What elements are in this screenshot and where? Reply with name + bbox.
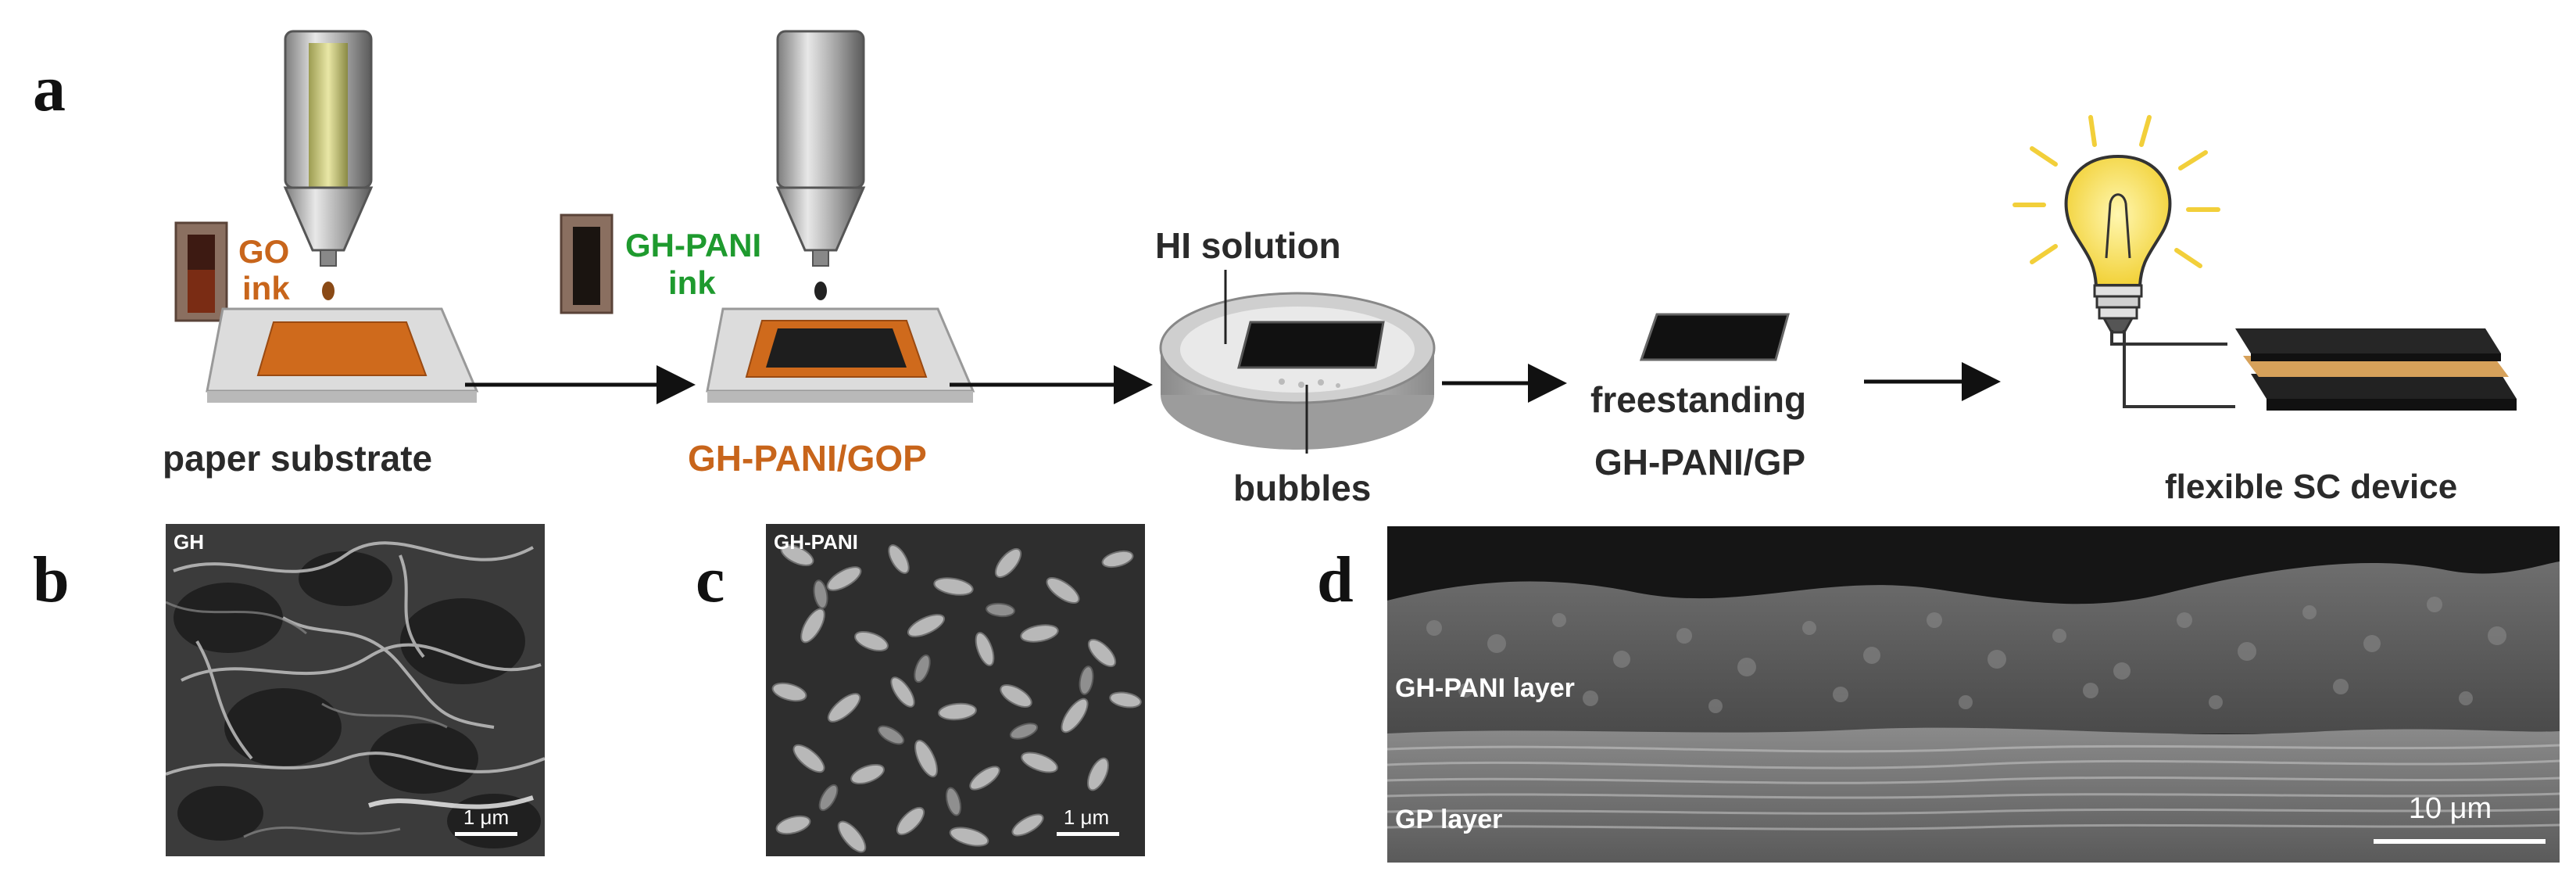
freestanding-label-line2: GH-PANI/GP	[1594, 442, 1806, 482]
go-ink-label-line2: ink	[242, 270, 290, 307]
scale-bar-c	[1057, 832, 1119, 836]
panel-label-b: b	[33, 543, 70, 616]
sem-image-ghpani: GH-PANI 1 μm	[766, 524, 1145, 856]
sem-b-tag: GH	[174, 530, 204, 554]
bubbles-label: bubbles	[1233, 468, 1372, 508]
ghpani-gop-substrate	[706, 307, 975, 403]
panel-label-c: c	[696, 543, 725, 616]
scale-bar-b-label: 1 μm	[463, 805, 510, 829]
nozzle-1	[283, 30, 374, 300]
panel-a-schematic	[174, 30, 2517, 454]
hi-solution-label: HI solution	[1155, 225, 1341, 266]
gp-layer-label: GP layer	[1395, 805, 1503, 834]
panel-label-d: d	[1317, 543, 1354, 616]
sem-image-gh: GH 1 μm	[166, 524, 545, 856]
paper-substrate-label: paper substrate	[163, 438, 433, 479]
panel-label-a: a	[33, 52, 66, 125]
flexible-sc-device-label: flexible SC device	[2165, 468, 2458, 506]
ghpani-gop-label: GH-PANI/GOP	[688, 438, 927, 479]
go-ink-label-line1: GO	[238, 233, 290, 270]
scale-bar-d-label: 10 μm	[2408, 792, 2492, 825]
ghpani-ink-label-line2: ink	[668, 264, 716, 301]
freestanding-label-line1: freestanding	[1590, 379, 1807, 420]
scale-bar-d	[2374, 839, 2546, 844]
hi-dish	[1159, 292, 1436, 450]
nozzle-2	[775, 30, 866, 300]
paper-substrate-1	[206, 307, 479, 403]
sem-image-cross-section: GH-PANI layer GP layer 10 μm	[1387, 526, 2560, 863]
sc-device	[2235, 328, 2517, 411]
go-ink-vial	[174, 221, 228, 322]
scale-bar-b	[455, 832, 517, 836]
ghpani-ink-label-line1: GH-PANI	[625, 227, 762, 264]
freestanding-film	[1639, 313, 1790, 361]
sem-c-tag: GH-PANI	[774, 530, 858, 554]
scale-bar-c-label: 1 μm	[1063, 805, 1110, 829]
circuit-wires	[2110, 330, 2235, 408]
light-bulb	[2012, 115, 2220, 334]
ghpani-layer-label: GH-PANI layer	[1395, 673, 1575, 703]
ghpani-ink-vial	[560, 213, 614, 314]
